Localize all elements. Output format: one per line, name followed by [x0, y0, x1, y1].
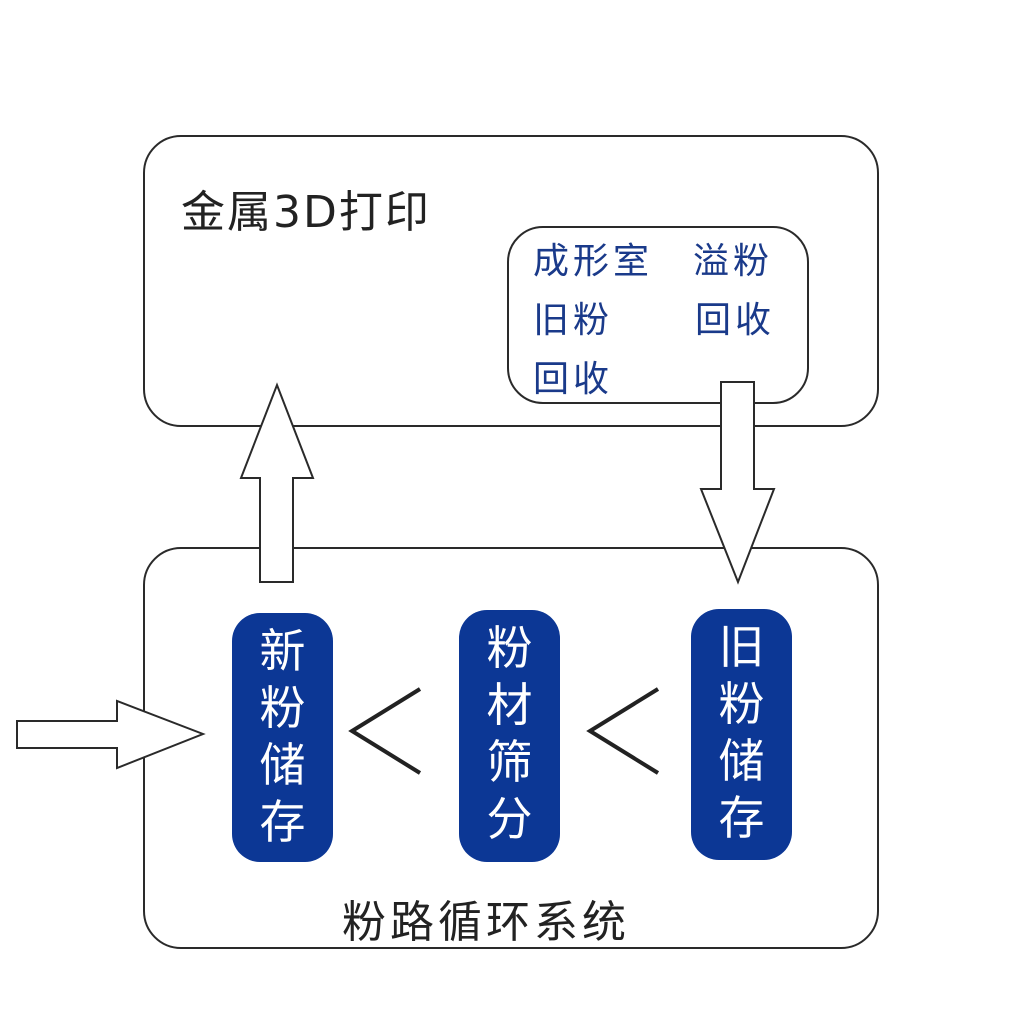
old-powder-storage-label: 旧 粉 储 存	[718, 620, 765, 845]
chamber-label-2: 旧粉	[533, 300, 614, 341]
printer-title: 金属3D打印	[181, 187, 431, 238]
input-arrow-icon	[16, 699, 206, 770]
new-powder-storage-label: 新 粉 储 存	[259, 624, 306, 849]
chevron-left-icon	[586, 687, 660, 775]
chevron-left-icon	[348, 687, 422, 775]
powder-sieving-label: 粉 材 筛 分	[486, 621, 533, 846]
chamber-recycling-container	[507, 226, 809, 404]
down-arrow-icon	[699, 381, 776, 585]
new-powder-storage-block: 新 粉 储 存	[232, 613, 333, 862]
powder-sieving-block: 粉 材 筛 分	[459, 610, 560, 862]
chamber-label-1: 成形室	[533, 241, 654, 282]
old-powder-storage-block: 旧 粉 储 存	[691, 609, 792, 860]
overflow-label-1: 溢粉	[693, 241, 774, 282]
chamber-label-3: 回收	[533, 359, 614, 400]
up-arrow-icon	[239, 382, 315, 583]
system-title: 粉路循环系统	[342, 897, 630, 948]
overflow-label-2: 回收	[695, 300, 776, 341]
